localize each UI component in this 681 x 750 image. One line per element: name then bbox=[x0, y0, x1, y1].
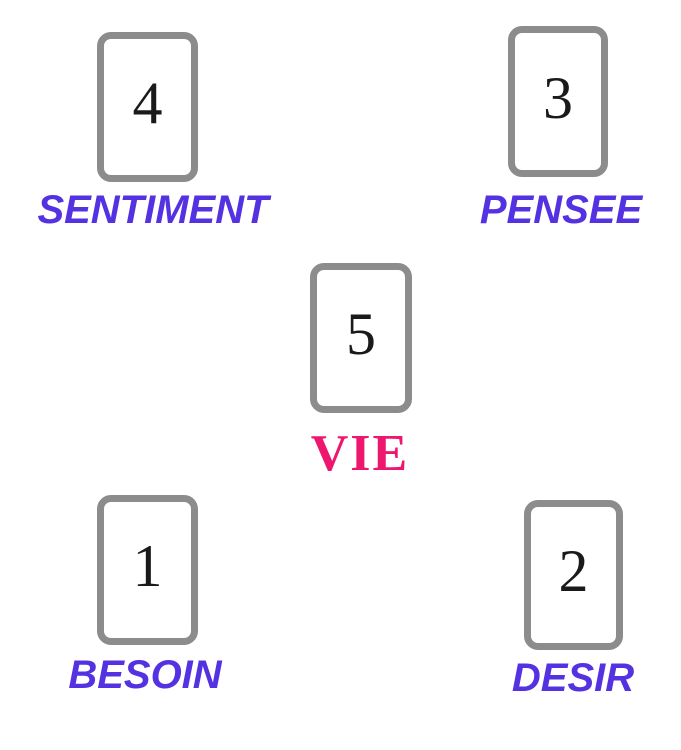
card-slot-1-number: 1 bbox=[132, 533, 163, 599]
card-slot-4-label: SENTIMENT bbox=[37, 188, 269, 232]
card-slot-2-number: 2 bbox=[558, 538, 589, 604]
card-slot-3-number: 3 bbox=[543, 64, 573, 131]
card-slot-5[interactable]: 5 bbox=[310, 263, 412, 413]
card-slot-5-number: 5 bbox=[346, 301, 376, 367]
card-slot-4-number: 4 bbox=[132, 70, 163, 136]
card-slot-1[interactable]: 1 bbox=[97, 495, 198, 645]
card-slot-3-label: PENSEE bbox=[479, 188, 643, 232]
card-slot-2-label: DESIR bbox=[511, 656, 635, 700]
card-slot-1-label: BESOIN bbox=[68, 653, 222, 697]
card-slot-4[interactable]: 4 bbox=[97, 32, 198, 182]
card-slot-5-label: VIE bbox=[310, 425, 410, 482]
card-slot-2[interactable]: 2 bbox=[524, 500, 623, 650]
card-slot-3[interactable]: 3 bbox=[508, 26, 608, 177]
